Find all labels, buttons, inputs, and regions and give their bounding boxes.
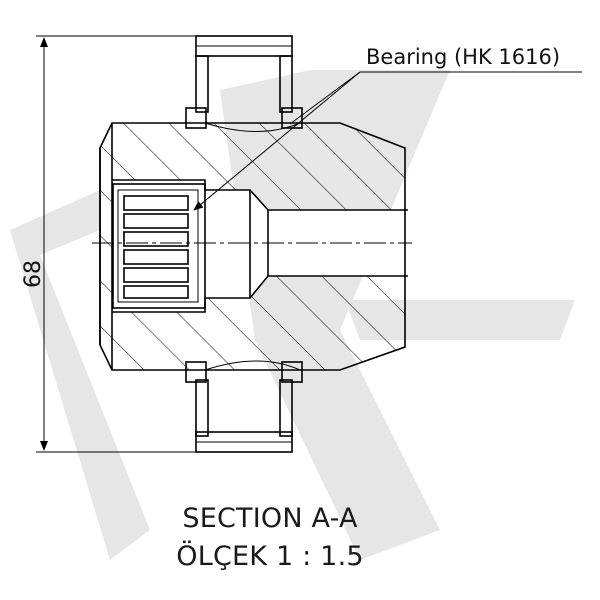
needle-bearing (112, 183, 206, 309)
section-title: SECTION A-A (182, 503, 358, 534)
bearing-label: Bearing (HK 1616) (366, 45, 560, 69)
dimension-value: 68 (21, 260, 46, 288)
top-bearing-ring (185, 35, 303, 129)
bearing-callout: Bearing (HK 1616) (193, 45, 582, 211)
dimension-68: 68 (21, 35, 196, 453)
scale-label: ÖLÇEK 1 : 1.5 (176, 541, 364, 572)
bottom-bearing-ring (185, 361, 303, 453)
